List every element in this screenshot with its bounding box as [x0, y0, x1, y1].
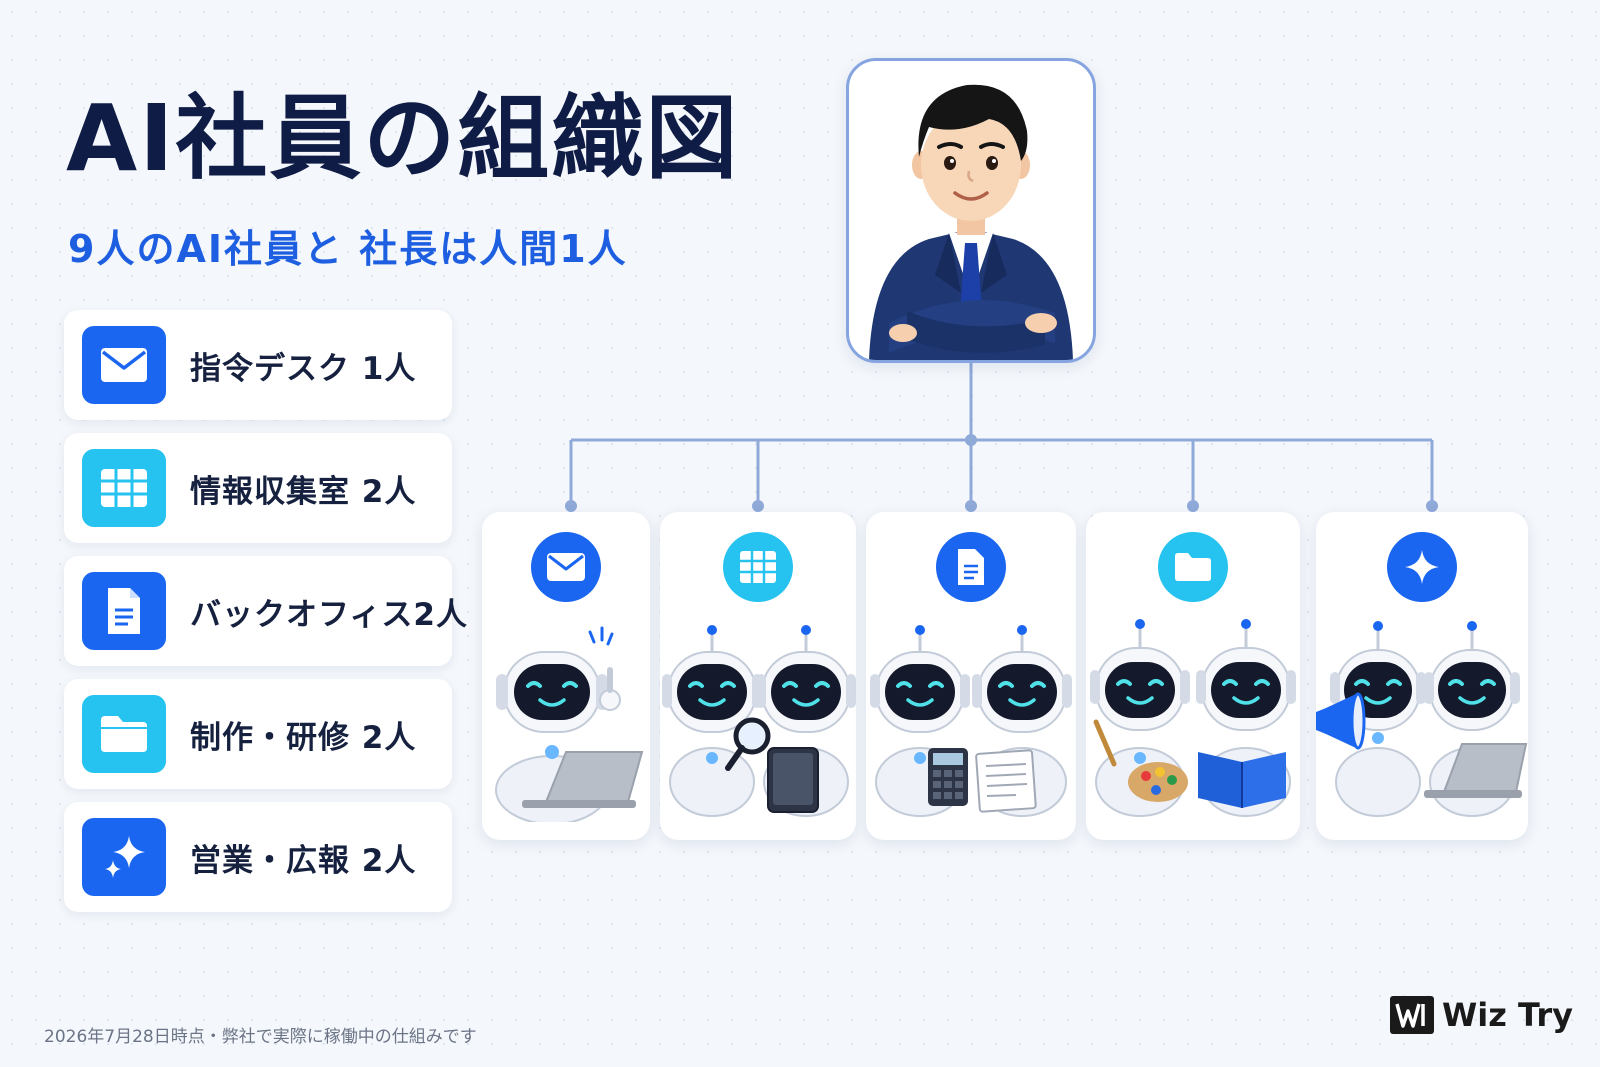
president-portrait-card — [846, 58, 1096, 363]
page-subtitle: 9人のAI社員と 社長は人間1人 — [68, 227, 628, 271]
legend-item-research: 情報収集室 2人 — [64, 433, 452, 543]
ai-robot-group — [1090, 619, 1296, 817]
folder-icon — [1158, 532, 1228, 602]
department-card-command-desk — [482, 512, 650, 840]
department-card-back-office — [866, 512, 1076, 840]
legend-item-sales-pr: 営業・広報 2人 — [64, 802, 452, 912]
company-logo: Wiz Try — [1390, 996, 1573, 1034]
legend-label: 指令デスク 1人 — [190, 350, 417, 387]
footnote: 2026年7月28日時点・弊社で実際に稼働中の仕組みです — [44, 1027, 477, 1047]
department-legend: 指令デスク 1人 情報収集室 2人 バックオフィス2人 制作・研修 2人 営業・… — [64, 310, 467, 925]
president-avatar — [869, 84, 1073, 360]
robot-icon — [870, 625, 970, 817]
robot-icon — [495, 626, 644, 822]
department-card-production — [1086, 512, 1300, 840]
ai-robot-group — [1316, 621, 1528, 817]
ai-robot-group — [662, 625, 856, 817]
robot-icon — [1090, 619, 1190, 817]
robot-icon — [1316, 621, 1426, 817]
document-icon — [936, 532, 1006, 602]
department-card-research — [660, 512, 856, 840]
grid-icon — [723, 532, 793, 602]
wiztry-logo-icon — [1390, 996, 1434, 1034]
grid-icon — [82, 449, 166, 527]
sparkle-icon — [82, 818, 166, 896]
mail-icon — [82, 326, 166, 404]
legend-label: 営業・広報 2人 — [190, 842, 417, 879]
robot-icon — [972, 625, 1072, 817]
legend-item-back-office: バックオフィス2人 — [64, 556, 467, 666]
mail-icon — [531, 532, 601, 602]
legend-label: 制作・研修 2人 — [190, 719, 417, 756]
page-title: AI社員の組織図 — [66, 85, 740, 192]
robot-icon — [756, 625, 856, 817]
logo-text: Wiz Try — [1442, 996, 1573, 1034]
robot-icon — [662, 625, 771, 817]
robot-icon — [1424, 621, 1528, 817]
department-card-sales-pr — [1316, 512, 1528, 840]
legend-label: バックオフィス2人 — [190, 596, 468, 633]
ai-robot-group — [495, 626, 644, 822]
sparkle-icon — [1387, 532, 1457, 602]
ai-robot-group — [870, 625, 1072, 817]
folder-icon — [82, 695, 166, 773]
robot-icon — [1196, 619, 1296, 817]
legend-item-production: 制作・研修 2人 — [64, 679, 452, 789]
document-icon — [82, 572, 166, 650]
legend-label: 情報収集室 2人 — [190, 473, 417, 510]
legend-item-command-desk: 指令デスク 1人 — [64, 310, 452, 420]
